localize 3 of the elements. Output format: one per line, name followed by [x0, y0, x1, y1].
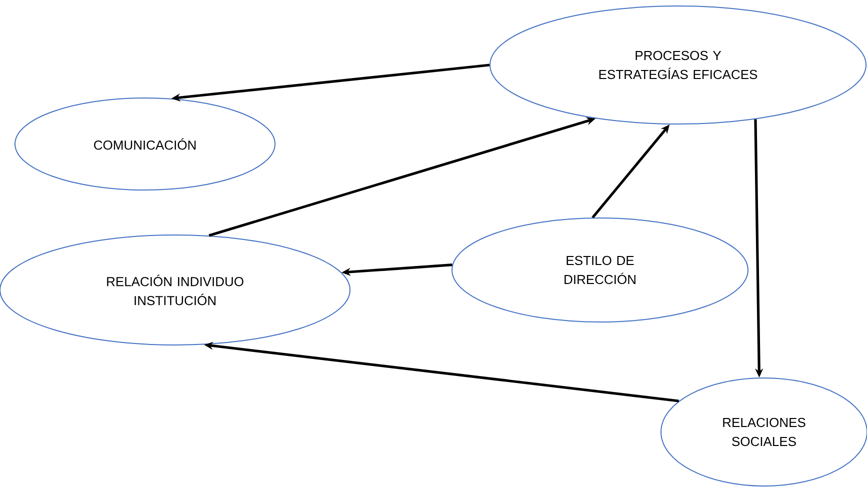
ellipse-node: ESTILO DE DIRECCIÓN — [452, 218, 748, 322]
ellipse-node: COMUNICACIÓN — [14, 98, 276, 190]
ellipse-node: PROCESOS Y ESTRATEGÍAS EFICACES — [490, 6, 866, 124]
